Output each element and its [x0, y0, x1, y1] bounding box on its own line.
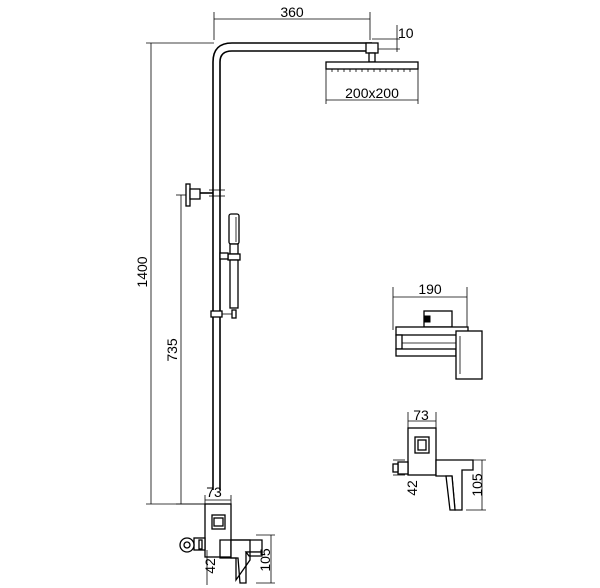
dimension-head-thickness: 10: [372, 25, 414, 52]
dim-label-42-main: 42: [202, 558, 218, 574]
dimension-mixer-height-main: 105: [256, 534, 275, 584]
dimension-arm-length: 360: [213, 4, 371, 40]
dim-label-1400: 1400: [134, 256, 150, 287]
dimension-slide-height: 735: [164, 194, 205, 505]
dim-label-105-side: 105: [469, 473, 485, 497]
dimension-side-mixer-depth: 42: [393, 459, 420, 496]
shower-riser-pipe: [209, 42, 372, 490]
shower-head-nozzles: [331, 69, 411, 72]
main-mixer-tap: [179, 503, 263, 584]
concealed-mixer-valve: [395, 310, 483, 380]
upper-holder-bracket: [185, 183, 213, 207]
dim-label-200x200: 200x200: [345, 85, 399, 101]
dimension-concealed-width: 190: [392, 281, 468, 330]
dim-label-42-side: 42: [404, 480, 420, 496]
dim-label-73-main: 73: [206, 484, 222, 500]
dim-label-735: 735: [164, 338, 180, 362]
dim-label-360: 360: [280, 4, 304, 20]
dimension-side-mixer-width: 73: [407, 407, 437, 432]
dimension-side-mixer-height: 105: [466, 459, 486, 511]
side-mixer-tap: [392, 427, 474, 511]
rain-shower-head: [325, 42, 419, 72]
dim-label-190: 190: [418, 281, 442, 297]
dim-label-105-main: 105: [257, 548, 273, 572]
dim-label-10: 10: [398, 25, 414, 41]
dim-label-73-side: 73: [413, 407, 429, 423]
hand-shower: [219, 213, 241, 309]
slide-bar-slider: [210, 309, 237, 319]
dimension-mixer-depth-main: 42: [202, 550, 218, 585]
dimension-total-height: 1400: [134, 42, 214, 505]
dimension-head-size: 200x200: [325, 69, 419, 104]
